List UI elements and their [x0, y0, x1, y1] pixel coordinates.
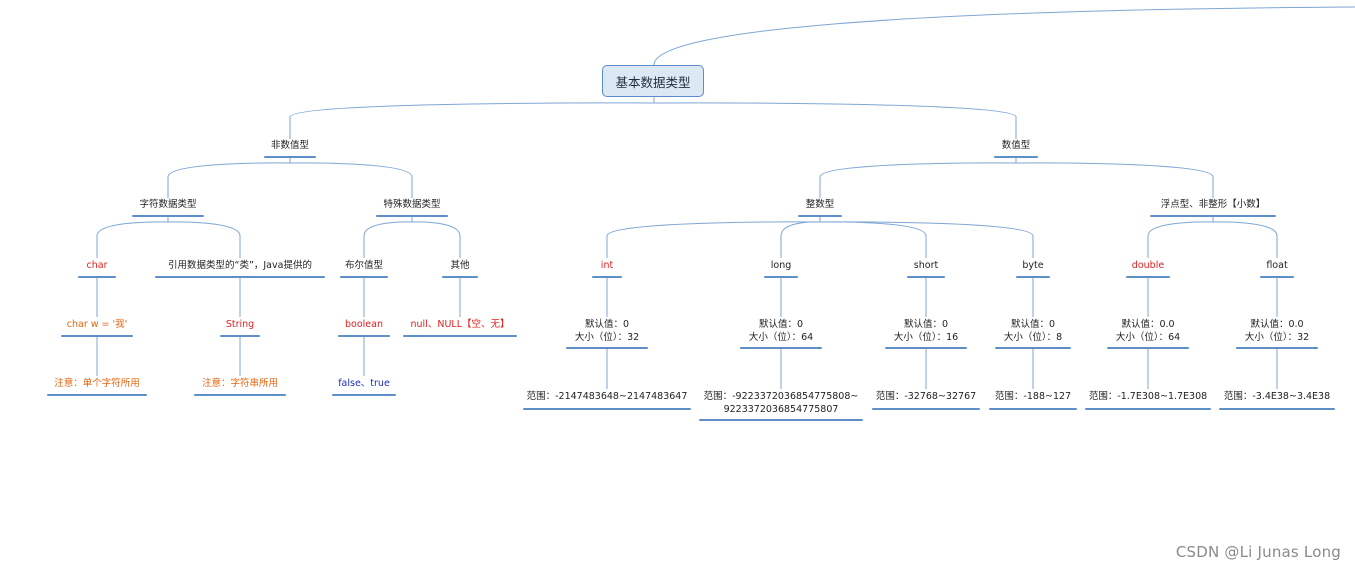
node-byte-range[interactable]: 范围：-188~127 [994, 391, 1072, 402]
node-underline [47, 394, 147, 396]
connector-curve [96, 216, 169, 258]
node-underline [764, 276, 798, 278]
node-underline [1219, 408, 1335, 410]
node-underline [523, 408, 691, 410]
node-underline [1236, 347, 1318, 349]
node-integer[interactable]: 整数型 [805, 199, 835, 210]
node-underline [592, 276, 622, 278]
connector-curve [606, 216, 821, 258]
node-underline [872, 408, 980, 410]
node-special-types[interactable]: 特殊数据类型 [383, 199, 441, 210]
node-underline [1016, 276, 1050, 278]
connector-curve [653, 97, 1017, 139]
node-int-range[interactable]: 范围：-2147483648~2147483647 [526, 391, 688, 402]
node-byte-info[interactable]: 默认值：0 大小（位）：8 [1003, 319, 1063, 343]
node-numeric[interactable]: 数值型 [1001, 140, 1031, 151]
node-float[interactable]: float [1266, 260, 1288, 271]
node-double-info[interactable]: 默认值：0.0 大小（位）：64 [1115, 319, 1181, 343]
node-underline [989, 408, 1077, 410]
root-node-primitive-types[interactable]: 基本数据类型 [602, 65, 704, 97]
node-double-range[interactable]: 范围：-1.7E308~1.7E308 [1088, 391, 1208, 402]
connector-curve [819, 157, 1017, 198]
connector-curve [363, 216, 413, 258]
node-char-example[interactable]: char w = '我' [66, 319, 128, 330]
node-underline [1107, 347, 1189, 349]
node-string[interactable]: String [225, 319, 255, 330]
connector-curve [289, 157, 413, 198]
connector-curve [167, 216, 241, 258]
connector-curve [1015, 157, 1214, 198]
node-underline [1150, 215, 1276, 217]
node-underline [376, 215, 448, 217]
root-node-label: 基本数据类型 [615, 74, 691, 90]
node-long-info[interactable]: 默认值：0 大小（位）：64 [748, 319, 814, 343]
node-non-numeric[interactable]: 非数值型 [270, 140, 310, 151]
connector-curve [289, 97, 655, 139]
node-underline [61, 335, 133, 337]
node-underline [442, 276, 478, 278]
connector-curve [1212, 216, 1278, 258]
node-string-note[interactable]: 注意：字符串所用 [201, 378, 279, 389]
node-char-types[interactable]: 字符数据类型 [139, 199, 197, 210]
node-null-value[interactable]: null、NULL【空、无】 [410, 319, 510, 330]
node-underline [340, 276, 388, 278]
connector-curve [167, 157, 291, 198]
connector-curve [411, 216, 461, 258]
node-underline [995, 347, 1071, 349]
node-underline [1126, 276, 1170, 278]
node-underline [132, 215, 204, 217]
node-underline [155, 276, 325, 278]
node-underline [1260, 276, 1294, 278]
node-underline [403, 335, 517, 337]
node-float-range[interactable]: 范围：-3.4E38~3.4E38 [1223, 391, 1331, 402]
node-short-range[interactable]: 范围：-32768~32767 [875, 391, 977, 402]
node-char-note[interactable]: 注意：单个字符所用 [54, 378, 140, 389]
node-boolean-type[interactable]: 布尔值型 [344, 260, 384, 271]
connector-parent [653, 6, 1355, 66]
node-underline [740, 347, 822, 349]
node-underline [194, 394, 286, 396]
connector-curve [1147, 216, 1214, 258]
node-byte[interactable]: byte [1022, 260, 1044, 271]
node-underline [994, 156, 1038, 158]
node-underline [566, 347, 648, 349]
node-boolean-values[interactable]: false、true [338, 378, 390, 389]
node-char[interactable]: char [86, 260, 108, 271]
node-underline [220, 335, 260, 337]
connector-curve [819, 216, 1034, 258]
node-short[interactable]: short [913, 260, 939, 271]
node-underline [699, 419, 863, 421]
node-int-info[interactable]: 默认值：0 大小（位）：32 [574, 319, 640, 343]
node-underline [338, 335, 390, 337]
watermark: CSDN @Li Junas Long [1175, 543, 1341, 561]
node-int[interactable]: int [600, 260, 614, 271]
node-other[interactable]: 其他 [450, 260, 470, 271]
node-underline [885, 347, 967, 349]
node-reference[interactable]: 引用数据类型的“类”，Java提供的 [168, 260, 312, 271]
node-long[interactable]: long [770, 260, 792, 271]
node-boolean[interactable]: boolean [345, 319, 383, 330]
node-long-range[interactable]: 范围：-9223372036854775808~ 922337203685477… [703, 391, 859, 415]
node-underline [78, 276, 116, 278]
node-underline [332, 394, 396, 396]
node-underline [907, 276, 945, 278]
node-underline [798, 215, 842, 217]
node-underline [1085, 408, 1211, 410]
node-short-info[interactable]: 默认值：0 大小（位）：16 [893, 319, 959, 343]
node-floating[interactable]: 浮点型、非整形【小数】 [1160, 199, 1266, 210]
node-underline [264, 156, 316, 158]
node-float-info[interactable]: 默认值：0.0 大小（位）：32 [1244, 319, 1310, 343]
node-double[interactable]: double [1131, 260, 1165, 271]
